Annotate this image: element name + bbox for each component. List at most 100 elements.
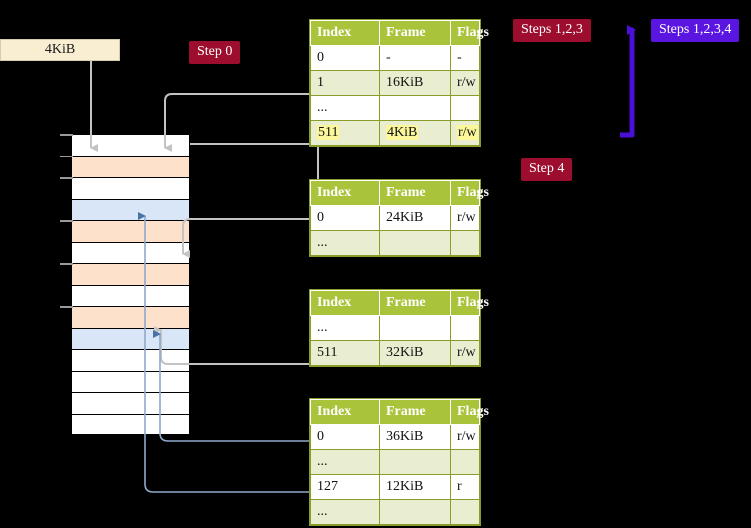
cell-frame xyxy=(379,499,451,525)
cell-flags: r/w xyxy=(450,120,480,146)
cell-frame xyxy=(379,315,451,341)
memory-row xyxy=(71,413,190,435)
memory-row xyxy=(71,392,190,414)
cell-flags xyxy=(450,449,480,475)
cell-flags xyxy=(450,230,480,256)
physical-memory-column xyxy=(71,134,190,435)
cell-index: ... xyxy=(310,499,380,525)
memory-row xyxy=(71,370,190,392)
cell-frame: 24KiB xyxy=(379,205,451,231)
column-header-frame: Frame xyxy=(379,399,451,425)
step-0-badge: Step 0 xyxy=(189,41,241,64)
memory-row-tick xyxy=(60,306,73,308)
cell-index: 511 xyxy=(310,340,380,366)
cell-flags: r/w xyxy=(450,205,480,231)
purple-bracket-arrow xyxy=(620,25,636,138)
step-4-badge: Step 4 xyxy=(521,158,573,181)
memory-row xyxy=(71,177,190,199)
cell-frame: 36KiB xyxy=(379,424,451,450)
table-header-row: Index Frame Flags xyxy=(310,399,489,425)
cell-index: 511 xyxy=(310,120,380,146)
connector-table2-to-memory xyxy=(182,218,311,258)
memory-row-tick xyxy=(60,134,73,136)
connector-table2-down xyxy=(176,148,311,219)
cell-frame xyxy=(379,230,451,256)
cell-flags: - xyxy=(450,45,480,71)
column-header-frame: Frame xyxy=(379,180,451,206)
cell-index: 127 xyxy=(310,474,380,500)
memory-frame-4kib-label: 4KiB xyxy=(44,42,76,57)
cell-index: 0 xyxy=(310,205,380,231)
memory-row xyxy=(71,155,190,177)
cell-frame: - xyxy=(379,45,451,71)
cell-frame: 4KiB xyxy=(379,120,451,146)
column-header-flags: Flags xyxy=(450,290,489,316)
table-header-row: Index Frame Flags xyxy=(310,290,489,316)
steps-1234-badge: Steps 1,2,3,4 xyxy=(651,19,740,42)
cell-frame: 16KiB xyxy=(379,70,451,96)
table-row: 0-- xyxy=(310,45,480,71)
memory-row xyxy=(71,306,190,328)
cell-frame xyxy=(379,449,451,475)
column-header-index: Index xyxy=(310,399,380,425)
cell-index: ... xyxy=(310,230,380,256)
memory-row xyxy=(71,198,190,220)
column-header-flags: Flags xyxy=(450,180,489,206)
memory-row xyxy=(71,349,190,371)
memory-frame-4kib-box: 4KiB xyxy=(0,39,120,61)
cell-flags: r/w xyxy=(450,70,480,96)
column-header-index: Index xyxy=(310,20,380,46)
column-header-index: Index xyxy=(310,290,380,316)
memory-row xyxy=(71,134,190,156)
cell-index: ... xyxy=(310,95,380,121)
memory-row xyxy=(71,263,190,285)
cell-index: 1 xyxy=(310,70,380,96)
table-row: ... xyxy=(310,499,480,525)
cell-flags: r/w xyxy=(450,340,480,366)
column-header-index: Index xyxy=(310,180,380,206)
cell-flags xyxy=(450,95,480,121)
memory-row-tick xyxy=(60,155,73,157)
memory-row-tick xyxy=(60,220,73,222)
cell-frame: 12KiB xyxy=(379,474,451,500)
table-row: ... xyxy=(310,230,480,256)
steps-123-badge: Steps 1,2,3 xyxy=(513,19,591,42)
column-header-flags: Flags xyxy=(450,20,489,46)
cell-flags xyxy=(450,499,480,525)
cell-flags xyxy=(450,315,480,341)
cell-index: ... xyxy=(310,315,380,341)
memory-row xyxy=(71,241,190,263)
cell-flags: r xyxy=(450,474,480,500)
cell-index: 0 xyxy=(310,45,380,71)
memory-row xyxy=(71,327,190,349)
cell-flags: r/w xyxy=(450,424,480,450)
cell-index: ... xyxy=(310,449,380,475)
cell-frame xyxy=(379,95,451,121)
memory-row xyxy=(71,284,190,306)
memory-row-tick xyxy=(60,177,73,179)
table-row: ... xyxy=(310,315,480,341)
memory-row xyxy=(71,220,190,242)
column-header-flags: Flags xyxy=(450,399,489,425)
column-header-frame: Frame xyxy=(379,20,451,46)
table-row: ... xyxy=(310,95,480,121)
column-header-frame: Frame xyxy=(379,290,451,316)
table-header-row: Index Frame Flags xyxy=(310,180,489,206)
table-row: ... xyxy=(310,449,480,475)
cell-index: 0 xyxy=(310,424,380,450)
